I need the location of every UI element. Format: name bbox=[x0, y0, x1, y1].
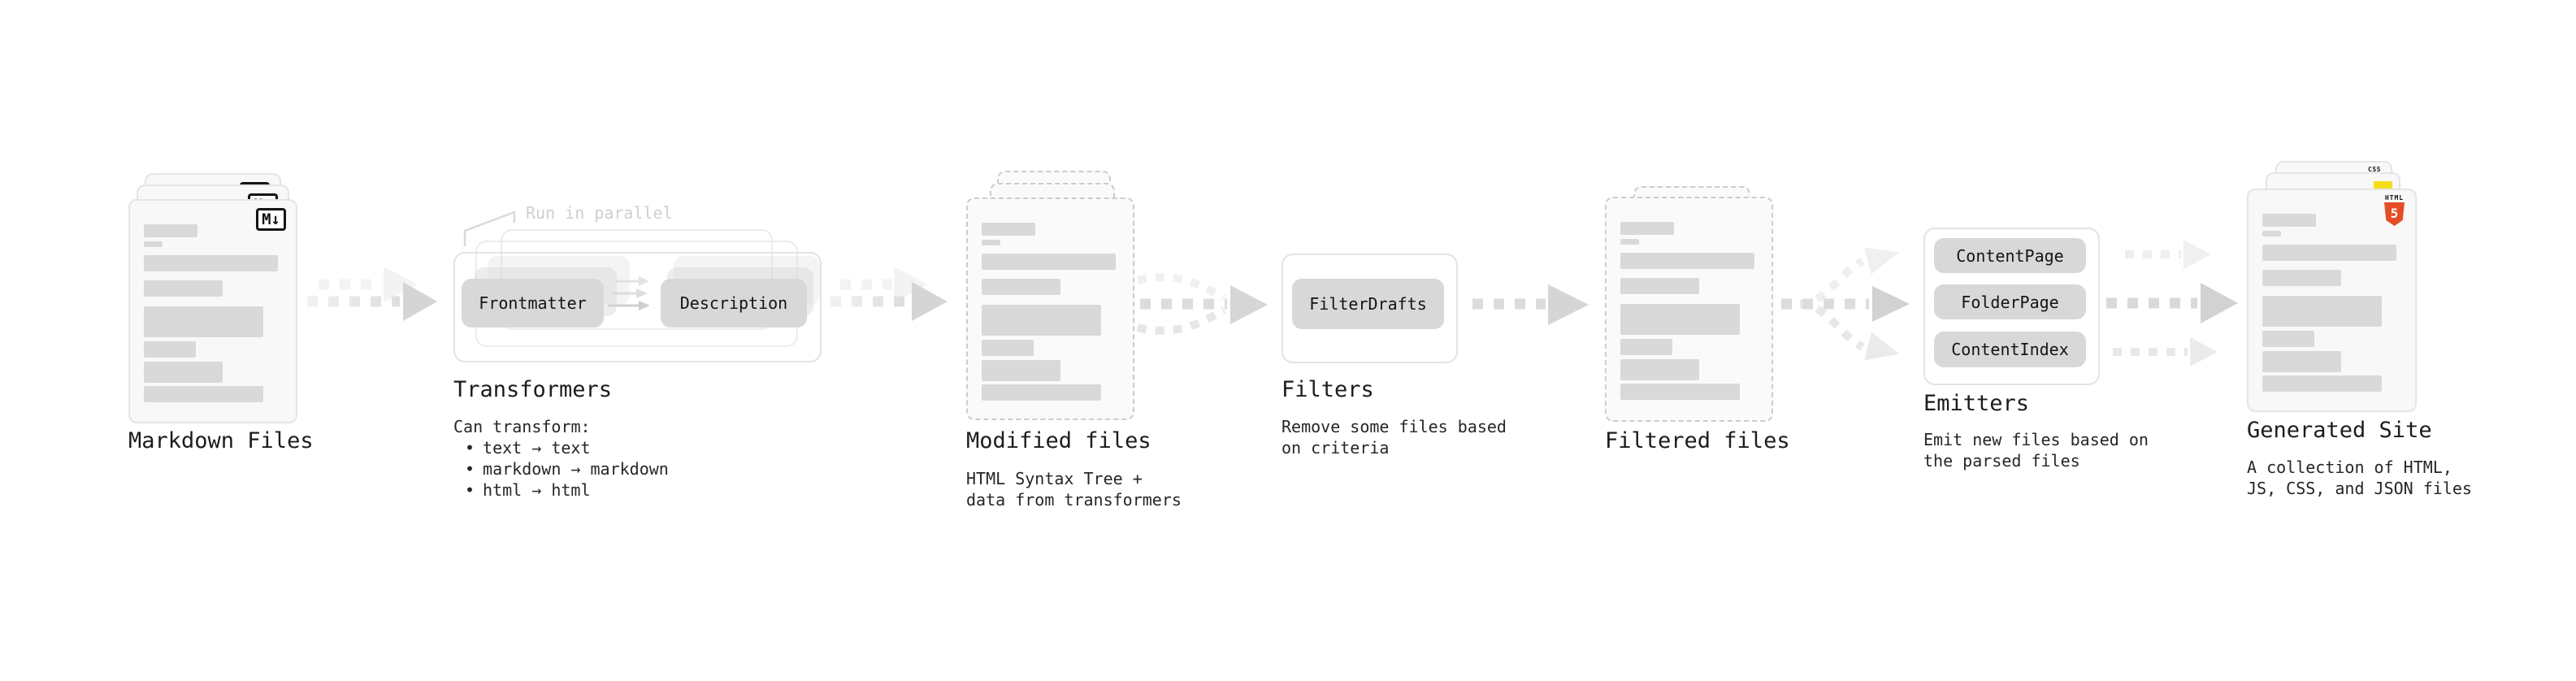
generated-site-caption: A collection of HTML, JS, CSS, and JSON … bbox=[2247, 457, 2472, 499]
text-line-bar bbox=[144, 386, 263, 402]
bullet-dot: • bbox=[465, 459, 475, 479]
filtered-files-title: Filtered files bbox=[1605, 428, 1790, 453]
css-icon-label: CSS bbox=[2368, 166, 2381, 173]
transformers-caption: Can transform: • text → text • markdown → … bbox=[453, 416, 669, 501]
frontmatter-transformer-pill: Frontmatter bbox=[462, 279, 604, 327]
text-line-bar bbox=[982, 240, 1000, 245]
filterdrafts-pill: FilterDrafts bbox=[1292, 279, 1444, 329]
filters-title: Filters bbox=[1281, 377, 1374, 402]
arrow-emitters-to-generated bbox=[2106, 240, 2238, 367]
text-line-bar bbox=[1620, 359, 1699, 380]
text-line-bar bbox=[144, 306, 263, 337]
run-in-parallel-annotation: Run in parallel bbox=[526, 203, 673, 223]
emitters-title: Emitters bbox=[1923, 391, 2030, 416]
text-line-bar bbox=[144, 341, 196, 358]
caption-line: Emit new files based on bbox=[1923, 430, 2149, 449]
caption-line: A collection of HTML, bbox=[2247, 458, 2452, 477]
text-line-bar bbox=[144, 255, 278, 271]
generated-site-title: Generated Site bbox=[2247, 418, 2432, 443]
text-line-bar bbox=[982, 254, 1116, 270]
arrow-transformers-to-modified bbox=[830, 267, 948, 321]
transformer-frame bbox=[453, 252, 822, 362]
text-line-bar bbox=[1620, 304, 1740, 335]
arrow-modified-to-filters-merge bbox=[1136, 273, 1268, 335]
arrow-filters-to-filtered bbox=[1472, 284, 1589, 325]
html5-icon: HTML 5 bbox=[2384, 194, 2405, 226]
text-line-bar bbox=[1620, 278, 1699, 294]
caption-line: data from transformers bbox=[966, 490, 1182, 510]
text-line-bar bbox=[982, 279, 1060, 295]
bullet-dot: • bbox=[465, 480, 475, 500]
arrow-markdown-to-transformers bbox=[307, 267, 437, 321]
text-line-bar bbox=[2262, 231, 2281, 236]
bullet-text: html → html bbox=[483, 480, 591, 500]
text-line-bar bbox=[2262, 331, 2314, 347]
text-line-bar bbox=[982, 340, 1034, 356]
contentpage-emitter-pill: ContentPage bbox=[1934, 238, 2086, 273]
text-line-bar bbox=[2262, 245, 2396, 261]
generated-file-card-front: HTML 5 bbox=[2247, 189, 2417, 412]
transform-bullet: • markdown → markdown bbox=[453, 458, 669, 479]
arrow-filtered-to-emitters-fanout bbox=[1781, 247, 1910, 361]
html5-icon-shield: 5 bbox=[2384, 202, 2405, 226]
caption-line: on criteria bbox=[1281, 438, 1390, 458]
filters-caption: Remove some files based on criteria bbox=[1281, 416, 1507, 458]
bullet-dot: • bbox=[465, 438, 475, 458]
markdown-files-title: Markdown Files bbox=[128, 428, 314, 453]
text-line-bar bbox=[2262, 214, 2316, 227]
text-line-bar bbox=[982, 384, 1101, 401]
contentindex-emitter-pill: ContentIndex bbox=[1934, 332, 2086, 367]
bullet-text: text → text bbox=[483, 438, 591, 458]
bullet-text: markdown → markdown bbox=[483, 459, 669, 479]
markdown-icon: M↓ bbox=[256, 208, 286, 231]
html5-icon-label: HTML bbox=[2384, 194, 2405, 202]
text-line-bar bbox=[144, 362, 223, 383]
text-line-bar bbox=[2262, 351, 2341, 372]
caption-line: HTML Syntax Tree + bbox=[966, 469, 1143, 488]
filtered-file-card-front bbox=[1605, 197, 1773, 422]
text-line-bar bbox=[982, 305, 1101, 336]
modified-files-caption: HTML Syntax Tree + data from transformer… bbox=[966, 468, 1182, 510]
emitters-caption: Emit new files based on the parsed files bbox=[1923, 429, 2149, 471]
markdown-file-card-front: M↓ bbox=[128, 199, 297, 423]
caption-line: JS, CSS, and JSON files bbox=[2247, 479, 2472, 498]
description-transformer-pill: Description bbox=[661, 279, 807, 327]
folderpage-emitter-pill: FolderPage bbox=[1934, 284, 2086, 319]
js-icon bbox=[2374, 181, 2392, 190]
text-line-bar bbox=[2262, 270, 2341, 286]
caption-line: Remove some files based bbox=[1281, 417, 1507, 436]
text-line-bar bbox=[1620, 384, 1740, 400]
transform-bullet: • html → html bbox=[453, 479, 669, 501]
text-line-bar bbox=[1620, 222, 1674, 235]
text-line-bar bbox=[2262, 375, 2382, 392]
text-line-bar bbox=[144, 280, 223, 297]
text-line-bar bbox=[982, 360, 1060, 381]
transformers-title: Transformers bbox=[453, 377, 613, 402]
modified-files-title: Modified files bbox=[966, 428, 1151, 453]
text-line-bar bbox=[982, 223, 1035, 236]
text-line-bar bbox=[144, 241, 163, 247]
text-line-bar bbox=[144, 224, 197, 237]
text-line-bar bbox=[1620, 339, 1672, 355]
caption-line: the parsed files bbox=[1923, 451, 2080, 471]
transform-bullet: • text → text bbox=[453, 437, 669, 458]
text-line-bar bbox=[2262, 296, 2382, 327]
caption-heading: Can transform: bbox=[453, 417, 591, 436]
text-line-bar bbox=[1620, 239, 1639, 245]
text-line-bar bbox=[1620, 253, 1754, 269]
modified-file-card-front bbox=[966, 197, 1134, 420]
